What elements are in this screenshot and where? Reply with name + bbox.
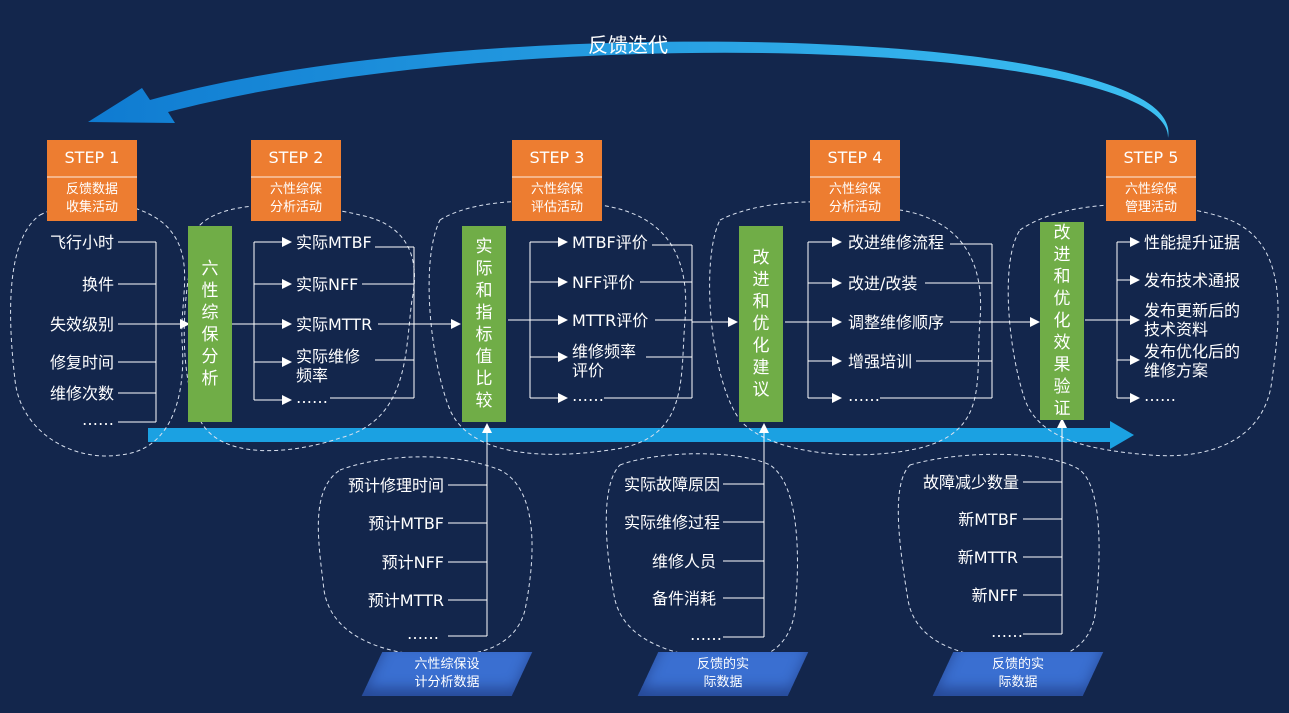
col2-item: 实际维修 频率 xyxy=(296,347,361,385)
bar-suggestion: 改进和优化建议 xyxy=(739,226,783,422)
cloud-b3 xyxy=(897,453,1100,662)
bottom1-item: 预计NFF xyxy=(381,553,444,572)
step-5-subtitle: 六性综保 管理活动 xyxy=(1124,182,1177,215)
col5-item: 发布技术通报 xyxy=(1144,271,1241,290)
bottom2-item: 备件消耗 xyxy=(651,589,716,608)
source-design-data-text: 六性综保设 计分析数据 xyxy=(414,657,480,690)
col4-item: …… xyxy=(848,386,880,405)
col5-item: 性能提升证据 xyxy=(1144,233,1241,252)
col2-item: 实际MTTR xyxy=(296,315,373,334)
bar-suggestion-text: 改进和优化建议 xyxy=(752,248,770,400)
col5-item: 发布更新后的 技术资料 xyxy=(1144,301,1241,339)
bar-verification: 改进和优化效果验证 xyxy=(1040,222,1084,420)
step-5-box: STEP 5 六性综保 管理活动 xyxy=(1106,140,1196,221)
source-feedback-data: 反馈的实 际数据 xyxy=(943,652,1093,696)
bottom1-item: …… xyxy=(407,624,439,643)
col1-item: 飞行小时 xyxy=(49,233,114,252)
bar-analysis-text: 六性综保分析 xyxy=(201,259,219,389)
col5-item: 发布优化后的 维修方案 xyxy=(1144,342,1241,380)
col1-item: 换件 xyxy=(81,275,114,294)
feedback-iteration-title: 反馈迭代 xyxy=(588,33,668,57)
cloud-b2 xyxy=(605,453,798,662)
step-4-box: STEP 4 六性综保 分析活动 xyxy=(810,140,900,221)
col4-item: 增强培训 xyxy=(848,352,913,371)
cloud-b1 xyxy=(317,456,533,657)
col5-item: …… xyxy=(1144,386,1176,405)
col1-item: …… xyxy=(82,410,114,429)
step-1-box: STEP 1 反馈数据 收集活动 xyxy=(47,140,137,221)
col4-item: 改进/改装 xyxy=(848,274,918,293)
col3-item: 维修频率 评价 xyxy=(572,342,637,380)
source-feedback-data: 反馈的实 际数据 xyxy=(648,652,798,696)
bottom1-item: 预计修理时间 xyxy=(347,476,444,495)
cloud-5 xyxy=(1007,203,1279,457)
col2-item: 实际NFF xyxy=(296,275,359,294)
step-1-label: STEP 1 xyxy=(47,140,137,178)
cloud-1 xyxy=(10,201,186,457)
col3-item: …… xyxy=(572,386,604,405)
bottom2-item: 实际故障原因 xyxy=(623,475,720,494)
step-4-label: STEP 4 xyxy=(810,140,900,178)
col3-item: MTTR评价 xyxy=(572,311,649,330)
source-design-data: 六性综保设 计分析数据 xyxy=(372,652,522,696)
step-3-label: STEP 3 xyxy=(512,140,602,178)
col3-item: MTBF评价 xyxy=(572,233,648,252)
col2-item: …… xyxy=(296,388,328,407)
bottom2-item: …… xyxy=(690,625,722,644)
col2-item: 实际MTBF xyxy=(296,233,372,252)
feedback-arc xyxy=(88,41,1169,138)
source-feedback-data-text: 反馈的实 际数据 xyxy=(991,657,1044,690)
step-3-box: STEP 3 六性综保 评估活动 xyxy=(512,140,602,221)
bar-analysis: 六性综保分析 xyxy=(188,226,232,422)
step-2-box: STEP 2 六性综保 分析活动 xyxy=(251,140,341,221)
cloud-4 xyxy=(709,201,982,456)
bottom1-item: 预计MTTR xyxy=(367,591,444,610)
bottom3-item: 新NFF xyxy=(971,586,1018,605)
col1-item: 失效级别 xyxy=(49,315,114,334)
bottom3-item: 故障减少数量 xyxy=(922,473,1019,492)
bottom3-item: 新MTTR xyxy=(957,548,1018,567)
step-2-label: STEP 2 xyxy=(251,140,341,178)
col1-item: 修复时间 xyxy=(49,353,114,372)
bar-comparison-text: 实际和指标值比较 xyxy=(475,237,493,411)
step-4-subtitle: 六性综保 分析活动 xyxy=(828,182,881,215)
col4-item: 改进维修流程 xyxy=(848,233,945,252)
col3-item: NFF评价 xyxy=(572,273,635,292)
bottom1-item: 预计MTBF xyxy=(368,514,444,533)
bottom3-item: 新MTBF xyxy=(958,510,1018,529)
step-5-label: STEP 5 xyxy=(1106,140,1196,178)
bar-verification-text: 改进和优化效果验证 xyxy=(1053,223,1071,419)
source-feedback-data-text: 反馈的实 际数据 xyxy=(696,657,749,690)
cloud-2 xyxy=(183,204,415,452)
timeline-arrow xyxy=(148,421,1134,449)
col1-item: 维修次数 xyxy=(49,384,114,403)
col4-item: 调整维修顺序 xyxy=(848,313,945,332)
bar-comparison: 实际和指标值比较 xyxy=(462,226,506,422)
bottom3-item: …… xyxy=(991,622,1023,641)
bottom2-item: 维修人员 xyxy=(651,552,716,571)
step-1-subtitle: 反馈数据 收集活动 xyxy=(65,182,118,215)
step-3-subtitle: 六性综保 评估活动 xyxy=(530,182,583,215)
bottom2-item: 实际维修过程 xyxy=(623,513,720,532)
step-2-subtitle: 六性综保 分析活动 xyxy=(269,182,322,215)
